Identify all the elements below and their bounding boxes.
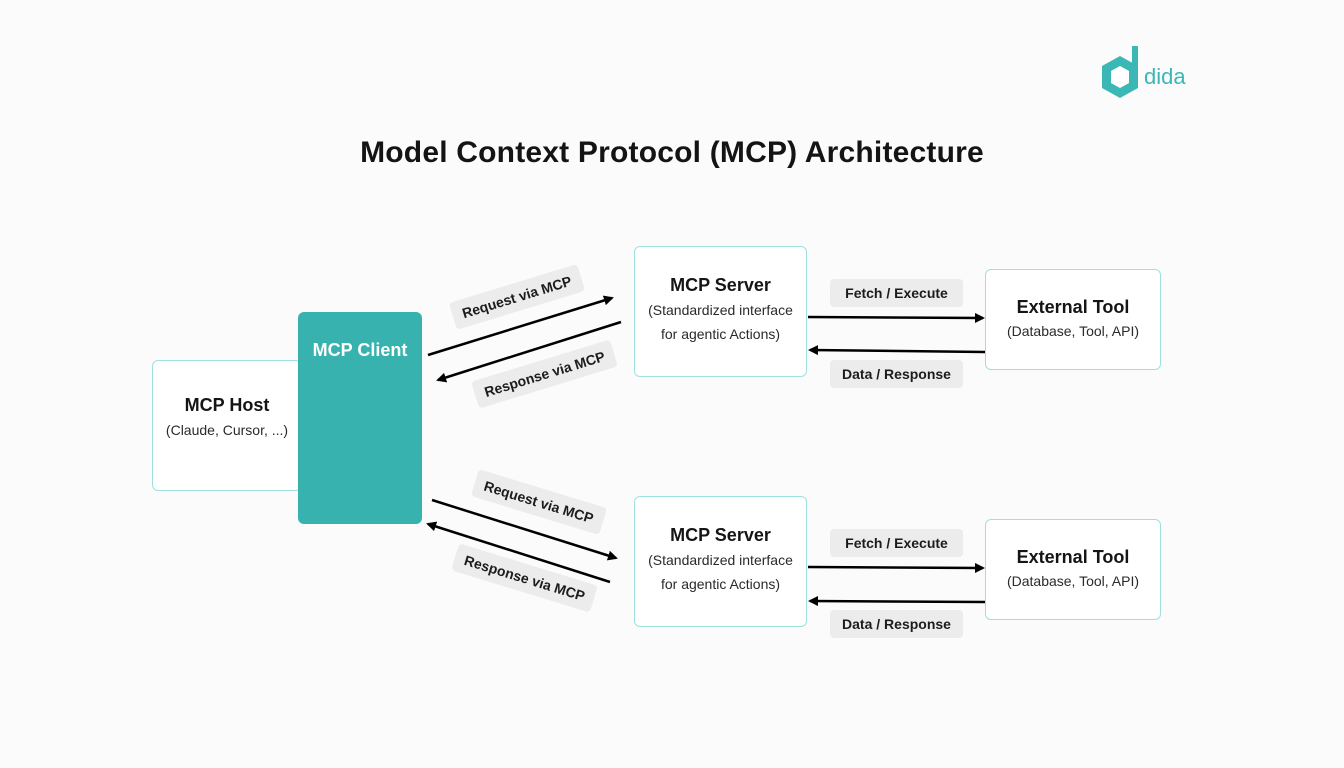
mcp-client-title: MCP Client [312, 340, 408, 360]
top-response-arrow [436, 320, 622, 383]
top-server-line2: for agentic Actions) [660, 326, 781, 342]
bottom-tool-title: External Tool [1016, 547, 1130, 567]
mcp-host-subtitle: (Claude, Cursor, ...) [165, 422, 289, 438]
bottom-server-line1: (Standardized interface [648, 552, 793, 568]
top-fetch-arrow [807, 312, 985, 323]
bottom-data-label: Data / Response [830, 610, 963, 638]
top-server-title: MCP Server [670, 275, 771, 295]
bottom-server-title: MCP Server [670, 525, 771, 545]
diagram-title: Model Context Protocol (MCP) Architectur… [360, 136, 984, 169]
bottom-mcp-server-box: MCP Server (Standardized interface for a… [634, 496, 807, 627]
top-external-tool-box: External Tool (Database, Tool, API) [985, 269, 1161, 370]
top-data-arrow [808, 345, 986, 356]
dida-logo-icon [1102, 46, 1138, 98]
top-tool-title: External Tool [1016, 297, 1130, 317]
top-tool-subtitle: (Database, Tool, API) [1006, 323, 1140, 339]
bottom-external-tool-box: External Tool (Database, Tool, API) [985, 519, 1161, 620]
mcp-client-box [298, 312, 422, 524]
top-fetch-label: Fetch / Execute [830, 279, 963, 307]
bottom-tool-subtitle: (Database, Tool, API) [1006, 573, 1140, 589]
bottom-server-line2: for agentic Actions) [660, 576, 781, 592]
top-mcp-server-box: MCP Server (Standardized interface for a… [634, 246, 807, 377]
logo-text: dida [1144, 64, 1186, 89]
top-server-line1: (Standardized interface [648, 302, 793, 318]
mcp-host-title: MCP Host [184, 395, 270, 415]
mcp-host-box: MCP Host (Claude, Cursor, ...) [152, 360, 302, 491]
bottom-response-arrow [426, 521, 611, 584]
top-data-label: Data / Response [830, 360, 963, 388]
bottom-fetch-label: Fetch / Execute [830, 529, 963, 557]
bottom-request-arrow [431, 498, 618, 561]
top-request-arrow [427, 295, 614, 357]
bottom-data-arrow [808, 596, 986, 607]
bottom-fetch-arrow [807, 562, 985, 573]
